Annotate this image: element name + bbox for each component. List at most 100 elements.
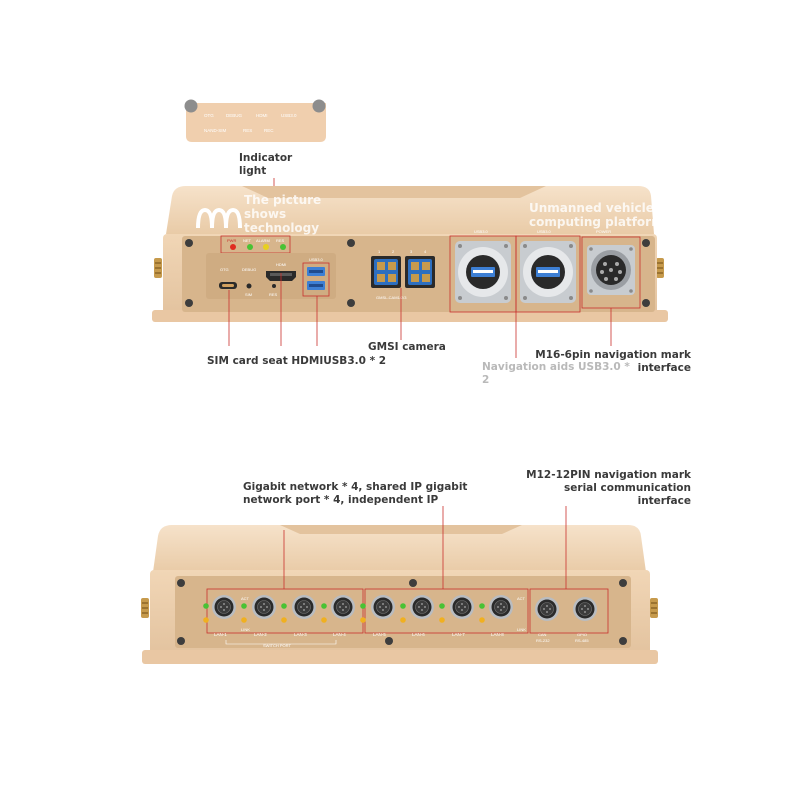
screw-icon	[642, 299, 650, 307]
power-led	[230, 244, 236, 250]
watermark-right: Unmanned vehicle computing platform	[529, 201, 664, 229]
debug-port	[246, 283, 252, 289]
lan-port	[450, 595, 474, 619]
act-led	[479, 603, 485, 609]
indicator-label: USB3.0	[281, 113, 297, 118]
serial-label: RS-232	[536, 638, 550, 643]
lan-label: LAN-6	[412, 632, 425, 637]
m16-interface-callout: M16-6pin navigation mark interface	[535, 349, 691, 375]
callout-line: Navigation aids USB3.0 *	[482, 361, 630, 373]
gigabit-network-callout: Gigabit network * 4, shared IP gigabit n…	[243, 481, 467, 507]
screw-icon	[184, 99, 198, 113]
port-label: RES	[269, 292, 278, 297]
switch-port-label: SWITCH PORT	[263, 643, 291, 648]
indicator-label: DEBUG	[226, 113, 243, 118]
m12-serial-connector	[573, 597, 597, 621]
callout-line: light	[239, 165, 267, 177]
indicator-label: RES	[243, 128, 252, 133]
link-led	[439, 617, 445, 623]
gmsl-label: GMSL-CAM1/2/3	[376, 295, 407, 300]
act-led	[439, 603, 445, 609]
serial-label: RS-485	[575, 638, 589, 643]
link-led	[281, 617, 287, 623]
lan-highlight-box	[206, 588, 364, 634]
act-led	[321, 603, 327, 609]
indicator-panel: OTG DEBUG HDMI USB3.0 NAND-SIM RES REC	[184, 99, 326, 142]
gmsl-number: 4	[424, 249, 427, 254]
led-label: ALARM	[256, 238, 270, 243]
screw-icon	[347, 239, 355, 247]
act-label: ACT	[241, 596, 250, 601]
watermark-line: computing platform	[529, 215, 664, 229]
lan-label: LAN-1	[214, 632, 227, 637]
led-label: NET	[243, 238, 252, 243]
port-label: SIM	[245, 292, 252, 297]
lan-port	[292, 595, 316, 619]
act-led	[360, 603, 366, 609]
watermark-line: The picture	[244, 193, 322, 207]
screw-icon	[385, 637, 393, 645]
brand-logo-icon	[196, 207, 242, 229]
screw-icon	[642, 239, 650, 247]
callout-line: Gigabit network * 4, shared IP gigabit	[243, 481, 468, 493]
lan-label: LAN-4	[333, 632, 346, 637]
gmsl-number: 2	[392, 249, 395, 254]
indicator-label: REC	[264, 128, 274, 133]
lan-port	[371, 595, 395, 619]
watermark-left: The picture shows technology	[244, 193, 321, 235]
network-led	[247, 244, 253, 250]
act-led	[203, 603, 209, 609]
indicator-light-callout: Indicator light	[239, 152, 292, 178]
indicator-label: NAND-SIM	[204, 128, 227, 133]
lan-highlight-box	[364, 588, 529, 634]
screw-icon	[177, 637, 185, 645]
serial-label: GPIO	[577, 632, 587, 637]
serial-port-group	[535, 597, 597, 621]
lan-label: LAN-5	[373, 632, 386, 637]
nav-usb-highlight-box	[515, 235, 581, 313]
link-led	[241, 617, 247, 623]
watermark-line: technology	[244, 221, 320, 235]
link-led	[321, 617, 327, 623]
serial-highlight-box	[529, 588, 609, 634]
gmsl-number: 1	[378, 249, 381, 254]
screw-icon	[347, 299, 355, 307]
port-label: DEBUG	[242, 267, 256, 272]
usb-highlight-box	[302, 262, 330, 297]
gmsl-number: 3	[410, 249, 413, 254]
callout-line: interface	[637, 495, 691, 507]
act-led	[281, 603, 287, 609]
indicator-label: OTG	[204, 113, 214, 118]
power-label: POWER	[596, 229, 611, 234]
callout-line: serial communication	[564, 482, 691, 494]
callout-line: network port * 4, independent IP	[243, 494, 439, 506]
lan-port	[212, 595, 236, 619]
watermark-line: shows	[244, 207, 287, 221]
screw-icon	[177, 579, 185, 587]
link-led	[479, 617, 485, 623]
callout-line: M16-6pin navigation mark	[535, 349, 691, 361]
act-label: ACT	[517, 596, 526, 601]
lan-label: LAN-8	[491, 632, 504, 637]
lan-port	[410, 595, 434, 619]
port-label: HDMI	[276, 262, 286, 267]
link-led	[203, 617, 209, 623]
sim-hdmi-usb-callout: SIM card seat HDMIUSB3.0 * 2	[207, 355, 387, 367]
usb-panel-label: USB3.0	[474, 229, 489, 234]
watermark-line: Unmanned vehicle	[529, 201, 654, 215]
lan-port	[252, 595, 276, 619]
callout-line: M12-12PIN navigation mark	[526, 469, 691, 481]
alarm-led	[263, 244, 269, 250]
lan-label: LAN-2	[254, 632, 267, 637]
gmsi-camera-callout: GMSI camera	[368, 341, 446, 353]
lan-label: LAN-7	[452, 632, 465, 637]
serial-label: CAN	[538, 632, 547, 637]
navigation-usb-callout: Navigation aids USB3.0 * 2	[482, 361, 630, 387]
screw-icon	[185, 299, 193, 307]
screw-icon	[409, 579, 417, 587]
lan-port	[331, 595, 355, 619]
link-led	[360, 617, 366, 623]
